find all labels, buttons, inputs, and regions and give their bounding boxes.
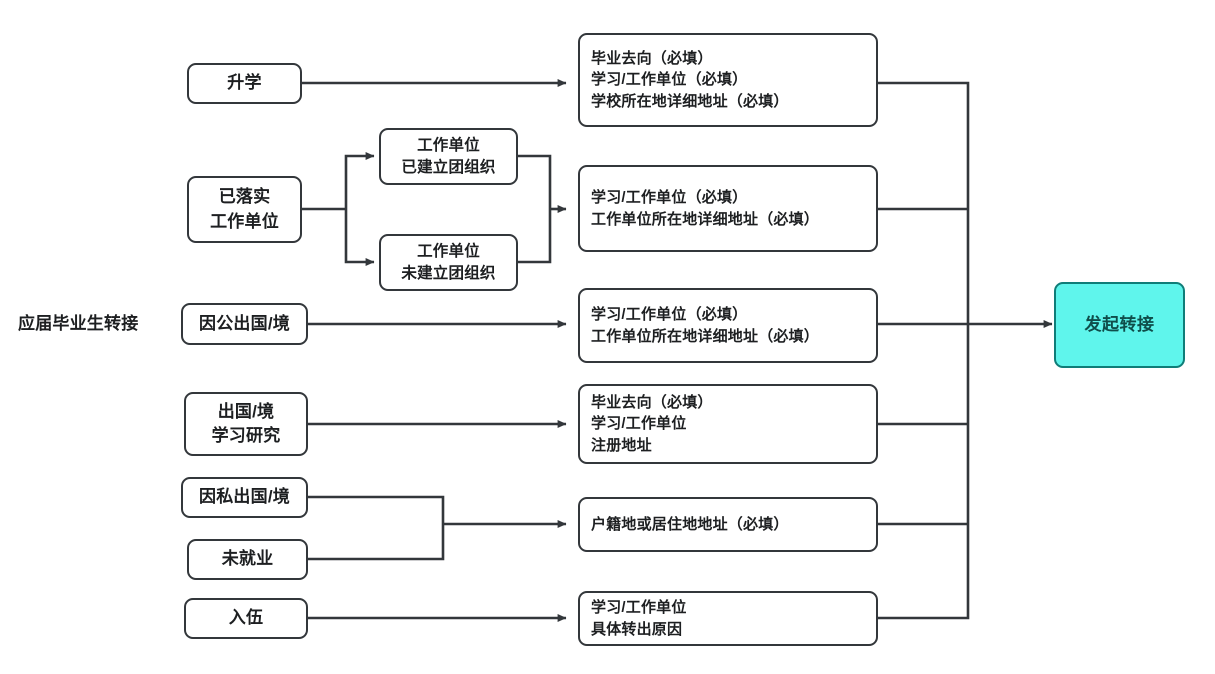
req-hu-ji-line-0: 户籍地或居住地地址（必填） — [591, 515, 789, 533]
req-ru-wu-line-1: 具体转出原因 — [591, 620, 683, 638]
node-wei-jiu-ye-line-0: 未就业 — [221, 549, 274, 569]
node-tuan-not-established-line-1: 未建立团组织 — [401, 264, 496, 282]
node-yin-si-line-0: 因私出国/境 — [199, 487, 290, 507]
node-req-yin-gong[interactable]: 学习/工作单位（必填） 工作单位所在地详细地址（必填） — [578, 288, 878, 363]
node-chu-guo-line-0: 出国/境 — [217, 401, 275, 421]
edge-req6-to-bus — [878, 324, 970, 620]
node-yin-gong-line-0: 因公出国/境 — [199, 313, 290, 333]
req-chu-guo-line-2: 注册地址 — [591, 436, 652, 454]
req-sheng-xue-line-0: 毕业去向（必填） — [591, 50, 713, 68]
node-sheng-xue-line-0: 升学 — [227, 73, 262, 93]
node-terminal-initiate-transfer[interactable]: 发起转接 — [1054, 282, 1185, 368]
node-chu-guo-line-1: 学习研究 — [211, 426, 281, 445]
req-ru-wu-line-0: 学习/工作单位 — [591, 599, 687, 617]
node-tuan-not-established-line-0: 工作单位 — [417, 242, 480, 260]
req-sheng-xue-line-2: 学校所在地详细地址（必填） — [591, 92, 789, 110]
node-ru-wu[interactable]: 入伍 — [184, 598, 308, 639]
node-tuan-not-established[interactable]: 工作单位 未建立团组织 — [379, 234, 518, 291]
req-gong-zuo-line-1: 工作单位所在地详细地址（必填） — [591, 210, 820, 228]
node-ru-wu-line-0: 入伍 — [228, 608, 264, 628]
node-yi-luo-shi-line-1: 工作单位 — [210, 211, 279, 231]
req-sheng-xue-line-1: 学习/工作单位（必填） — [591, 71, 748, 89]
edge-yiluoshi-to-tuanno — [344, 209, 375, 266]
node-yin-gong-chu-guo[interactable]: 因公出国/境 — [181, 303, 308, 345]
req-chu-guo-line-0: 毕业去向（必填） — [591, 394, 713, 412]
edge-weijiuye-merge — [308, 524, 445, 561]
node-req-chu-guo[interactable]: 毕业去向（必填） 学习/工作单位 注册地址 — [578, 384, 878, 464]
node-req-ru-wu[interactable]: 学习/工作单位 具体转出原因 — [578, 591, 878, 646]
node-sheng-xue[interactable]: 升学 — [187, 63, 302, 104]
req-yin-gong-line-1: 工作单位所在地详细地址（必填） — [591, 327, 820, 345]
node-wei-jiu-ye[interactable]: 未就业 — [187, 539, 308, 580]
node-req-sheng-xue[interactable]: 毕业去向（必填） 学习/工作单位（必填） 学校所在地详细地址（必填） — [578, 33, 878, 127]
node-yi-luo-shi-line-0: 已落实 — [218, 187, 271, 207]
edge-tuanno-merge — [518, 209, 552, 264]
edge-req1-to-bus — [878, 81, 970, 324]
edge-tuanyes-merge — [518, 154, 552, 209]
edge-yinsi-merge — [308, 495, 445, 524]
node-req-gong-zuo[interactable]: 学习/工作单位（必填） 工作单位所在地详细地址（必填） — [578, 165, 878, 252]
node-tuan-established-line-1: 已建立团组织 — [401, 158, 496, 176]
lane-label-graduate-transfer: 应届毕业生转接 — [18, 314, 139, 333]
node-tuan-established-line-0: 工作单位 — [417, 136, 480, 154]
req-chu-guo-line-1: 学习/工作单位 — [591, 415, 687, 433]
node-tuan-established[interactable]: 工作单位 已建立团组织 — [379, 128, 518, 185]
node-req-hu-ji[interactable]: 户籍地或居住地地址（必填） — [578, 497, 878, 552]
terminal-label: 发起转接 — [1084, 314, 1155, 334]
edge-yiluoshi-to-tuanyes — [344, 152, 375, 209]
req-yin-gong-line-0: 学习/工作单位（必填） — [591, 306, 748, 324]
node-yi-luo-shi[interactable]: 已落实 工作单位 — [187, 176, 302, 243]
node-chu-guo-xue-xi[interactable]: 出国/境 学习研究 — [184, 392, 308, 456]
node-yin-si-chu-guo[interactable]: 因私出国/境 — [181, 477, 308, 518]
req-gong-zuo-line-0: 学习/工作单位（必填） — [591, 189, 748, 207]
